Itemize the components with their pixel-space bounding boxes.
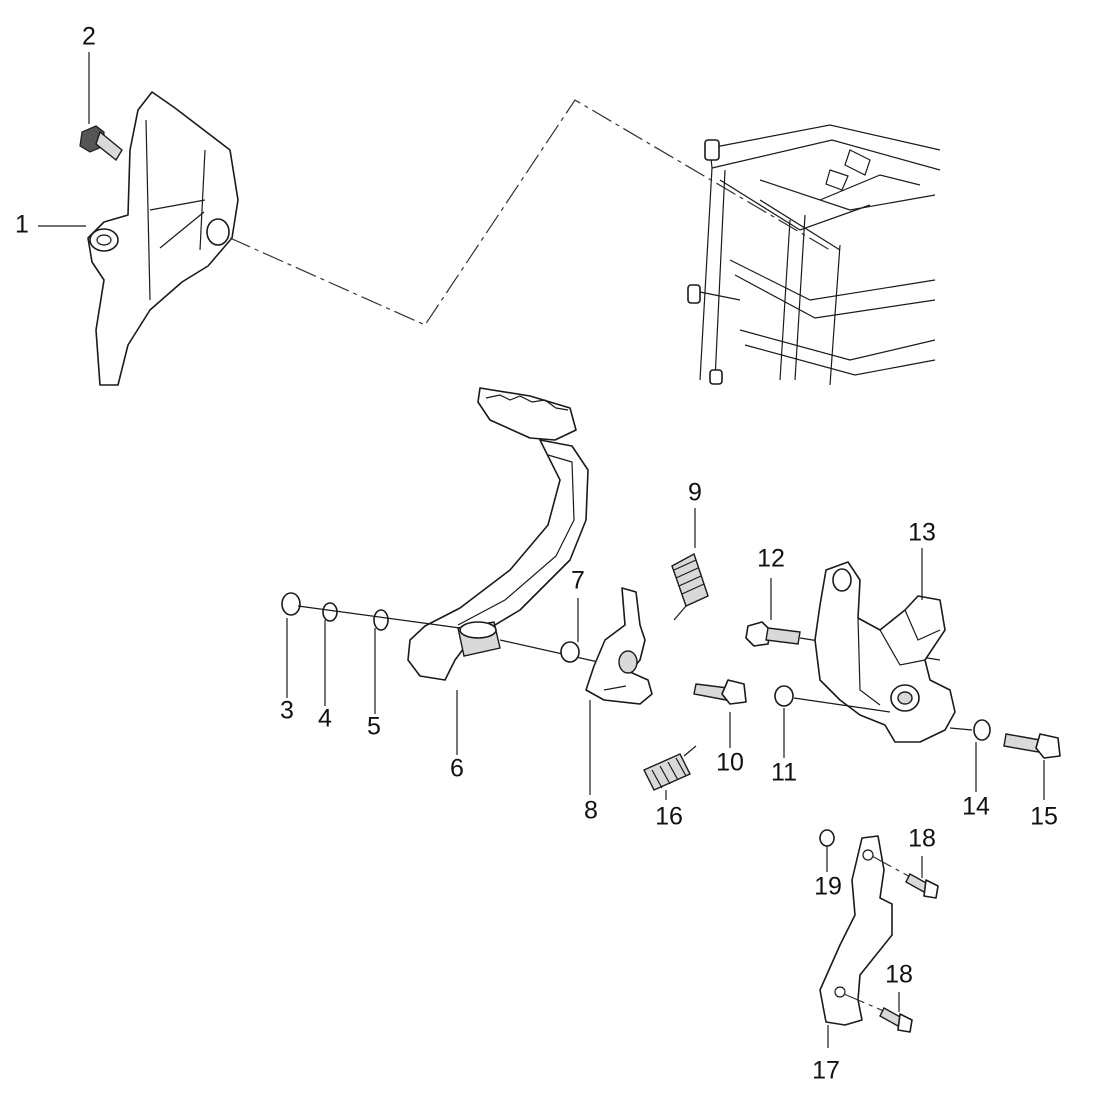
part-9-spring	[671, 508, 709, 621]
callout-1: 1	[15, 211, 29, 239]
part-11-washer	[774, 685, 794, 758]
callout-19: 19	[814, 873, 842, 901]
part-18-bolt-upper	[871, 855, 939, 899]
callout-9: 9	[688, 479, 702, 507]
callout-12: 12	[757, 545, 785, 573]
callout-18-upper: 18	[908, 825, 936, 853]
callout-7: 7	[571, 567, 585, 595]
part-2-bolt	[79, 52, 123, 162]
callout-14: 14	[962, 793, 990, 821]
part-16-spring	[643, 745, 697, 800]
frame-assembly	[687, 124, 941, 386]
part-13-bracket-assembly	[814, 548, 956, 743]
callout-5: 5	[367, 713, 381, 741]
callout-13: 13	[908, 519, 936, 547]
callout-16: 16	[655, 803, 683, 831]
callout-4: 4	[318, 705, 332, 733]
part-19-nut	[819, 829, 835, 872]
reference-line-1	[229, 99, 831, 326]
part-10-bolt	[693, 679, 747, 748]
callout-15: 15	[1030, 803, 1058, 831]
washers-3-4-5	[281, 592, 389, 714]
part-6-brake-pedal	[407, 387, 589, 755]
callout-8: 8	[584, 797, 598, 825]
callout-labels: 1 2 3 4 5 6 7 8 9 10 11 12 13 14 15 16 1…	[15, 23, 1058, 1085]
part-1-guard-plate	[87, 91, 239, 386]
part-15-bolt	[1003, 733, 1061, 800]
part-8-bracket	[585, 587, 653, 795]
part-7-washer	[560, 598, 580, 663]
callout-2: 2	[82, 23, 96, 51]
callout-6: 6	[450, 755, 464, 783]
part-17-plate	[819, 835, 893, 1048]
callout-10: 10	[716, 749, 744, 777]
axis-line-lower	[793, 697, 891, 713]
part-18-bolt-lower	[843, 992, 913, 1033]
callout-11: 11	[771, 759, 797, 787]
part-14-washer	[973, 719, 991, 792]
callout-18-lower: 18	[885, 961, 913, 989]
callout-17: 17	[812, 1057, 840, 1085]
callout-3: 3	[280, 697, 294, 725]
